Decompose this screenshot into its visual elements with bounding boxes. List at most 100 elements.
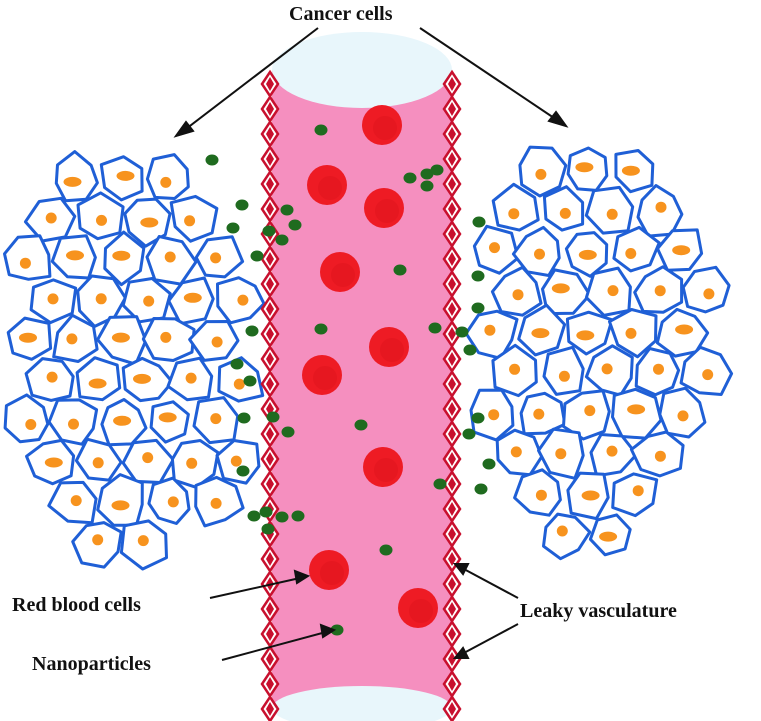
vessel-wall-cell-core [448,677,456,691]
vessel-wall-cell-core [448,102,456,116]
vessel-wall-left [260,69,280,721]
leaky-vasculature-label: Leaky vasculature [520,600,677,622]
cancer-cell-cluster-left [3,150,266,571]
cancer-cell-nucleus [627,404,646,415]
red-blood-cell-shade [375,199,399,223]
red-blood-cells-label: Red blood cells [12,594,141,616]
vessel-wall-cell-core [266,252,274,266]
nanoparticle [330,624,344,636]
arrowhead-nanoparticles [319,623,337,639]
nanoparticle [291,510,305,522]
cancer-cell-nucleus [533,408,545,420]
cancer-cell-nucleus [606,445,618,457]
nanoparticle [393,264,407,276]
vessel-wall-cell-core [448,477,456,491]
vessel-wall-cell-core [266,377,274,391]
cancer-cell-nucleus [19,257,31,269]
arrow-rbc [209,577,301,599]
cancer-cell-nucleus [654,285,666,297]
vessel-wall-cell-core [266,452,274,466]
nanoparticle [262,225,276,237]
nanoparticle [433,478,447,490]
nanoparticle [236,465,250,477]
arrowhead-vasculature-2 [452,646,470,659]
cancer-cell-nucleus [509,363,521,375]
cancer-cell [3,393,50,444]
cancer-cell-nucleus [167,496,179,508]
cancer-cell-nucleus [632,485,644,497]
vessel-wall-cell-core [266,677,274,691]
cancer-cell-nucleus [576,330,595,341]
annotation-arrows [173,27,569,661]
cancer-cell-nucleus [531,328,550,339]
vessel-wall-cell-core [448,177,456,191]
red-blood-cell [320,252,360,292]
arrowhead-rbc [293,569,311,585]
cancer-cell-nucleus [143,295,155,307]
cancer-cell-nucleus [675,324,694,335]
red-blood-cell [364,188,404,228]
cancer-cell-nucleus [237,294,249,306]
nanoparticle [245,325,259,337]
cancer-cell-nucleus [233,378,245,390]
cancer-cell-nucleus [508,208,520,220]
cancer-cell-nucleus [183,292,202,303]
nanoparticle [471,270,485,282]
vessel-wall-cell-core [266,477,274,491]
vessel-wall-cell-core [448,327,456,341]
red-blood-cell-shade [380,338,404,362]
red-blood-cell-shade [373,116,397,140]
cancer-cell [491,182,540,232]
cancer-cell-nucleus [625,248,637,259]
vessel-wall-cell-core [448,627,456,641]
vessel-wall-cell-core [448,502,456,516]
cancer-cell-nucleus [45,212,57,224]
cancer-cell-nucleus [111,500,130,511]
nanoparticles-label: Nanoparticles [32,653,151,675]
red-blood-cell-shade [320,561,344,585]
vessel-wall-cell-core [448,302,456,316]
nanoparticle [235,199,249,211]
cancer-cell-nucleus [601,363,613,375]
cancer-cell [145,153,190,200]
vessel-wall-cell-core [448,77,456,91]
cancer-cell-nucleus [25,419,37,430]
red-blood-cell-shade [374,458,398,482]
nanoparticle [281,426,295,438]
vessel-wall-cell-core [266,127,274,141]
cancer-cell-nucleus [88,378,107,389]
nanoparticle [243,375,257,387]
cancer-cell-nucleus [66,333,78,345]
cancer-cell-nucleus [535,168,547,180]
nanoparticle [250,250,264,262]
cancer-cell-nucleus [702,369,714,381]
red-blood-cell [302,355,342,395]
cancer-cell-nucleus [158,412,177,423]
vessel-wall-cell-core [266,102,274,116]
vessel-wall-cell-core [266,352,274,366]
red-blood-cell-shade [331,263,355,287]
nanoparticle [259,506,273,518]
cancer-cell-nucleus [599,531,618,542]
cancer-cell-nucleus [484,324,496,336]
nanoparticle [288,219,302,231]
nanoparticle [403,172,417,184]
cancer-cell-nucleus [535,489,547,501]
nanoparticle [230,358,244,370]
cancer-cell-nucleus [211,336,223,348]
nanoparticle [462,428,476,440]
cancer-cell-nucleus [512,289,524,301]
cancer-cell-nucleus [575,162,594,173]
nanoparticle [275,234,289,246]
cancer-cell-nucleus [625,327,637,339]
cancer-cell [542,345,585,396]
cancer-cell-nucleus [607,285,619,297]
cancer-cell-nucleus [210,413,222,425]
vessel-wall-cell-core [448,452,456,466]
nanoparticle [428,322,442,334]
red-blood-cell [363,447,403,487]
arrow-nanoparticles [221,631,327,661]
cancer-cell-nucleus [555,448,567,460]
cancer-cell-nucleus [95,293,107,305]
nanoparticle [420,180,434,192]
